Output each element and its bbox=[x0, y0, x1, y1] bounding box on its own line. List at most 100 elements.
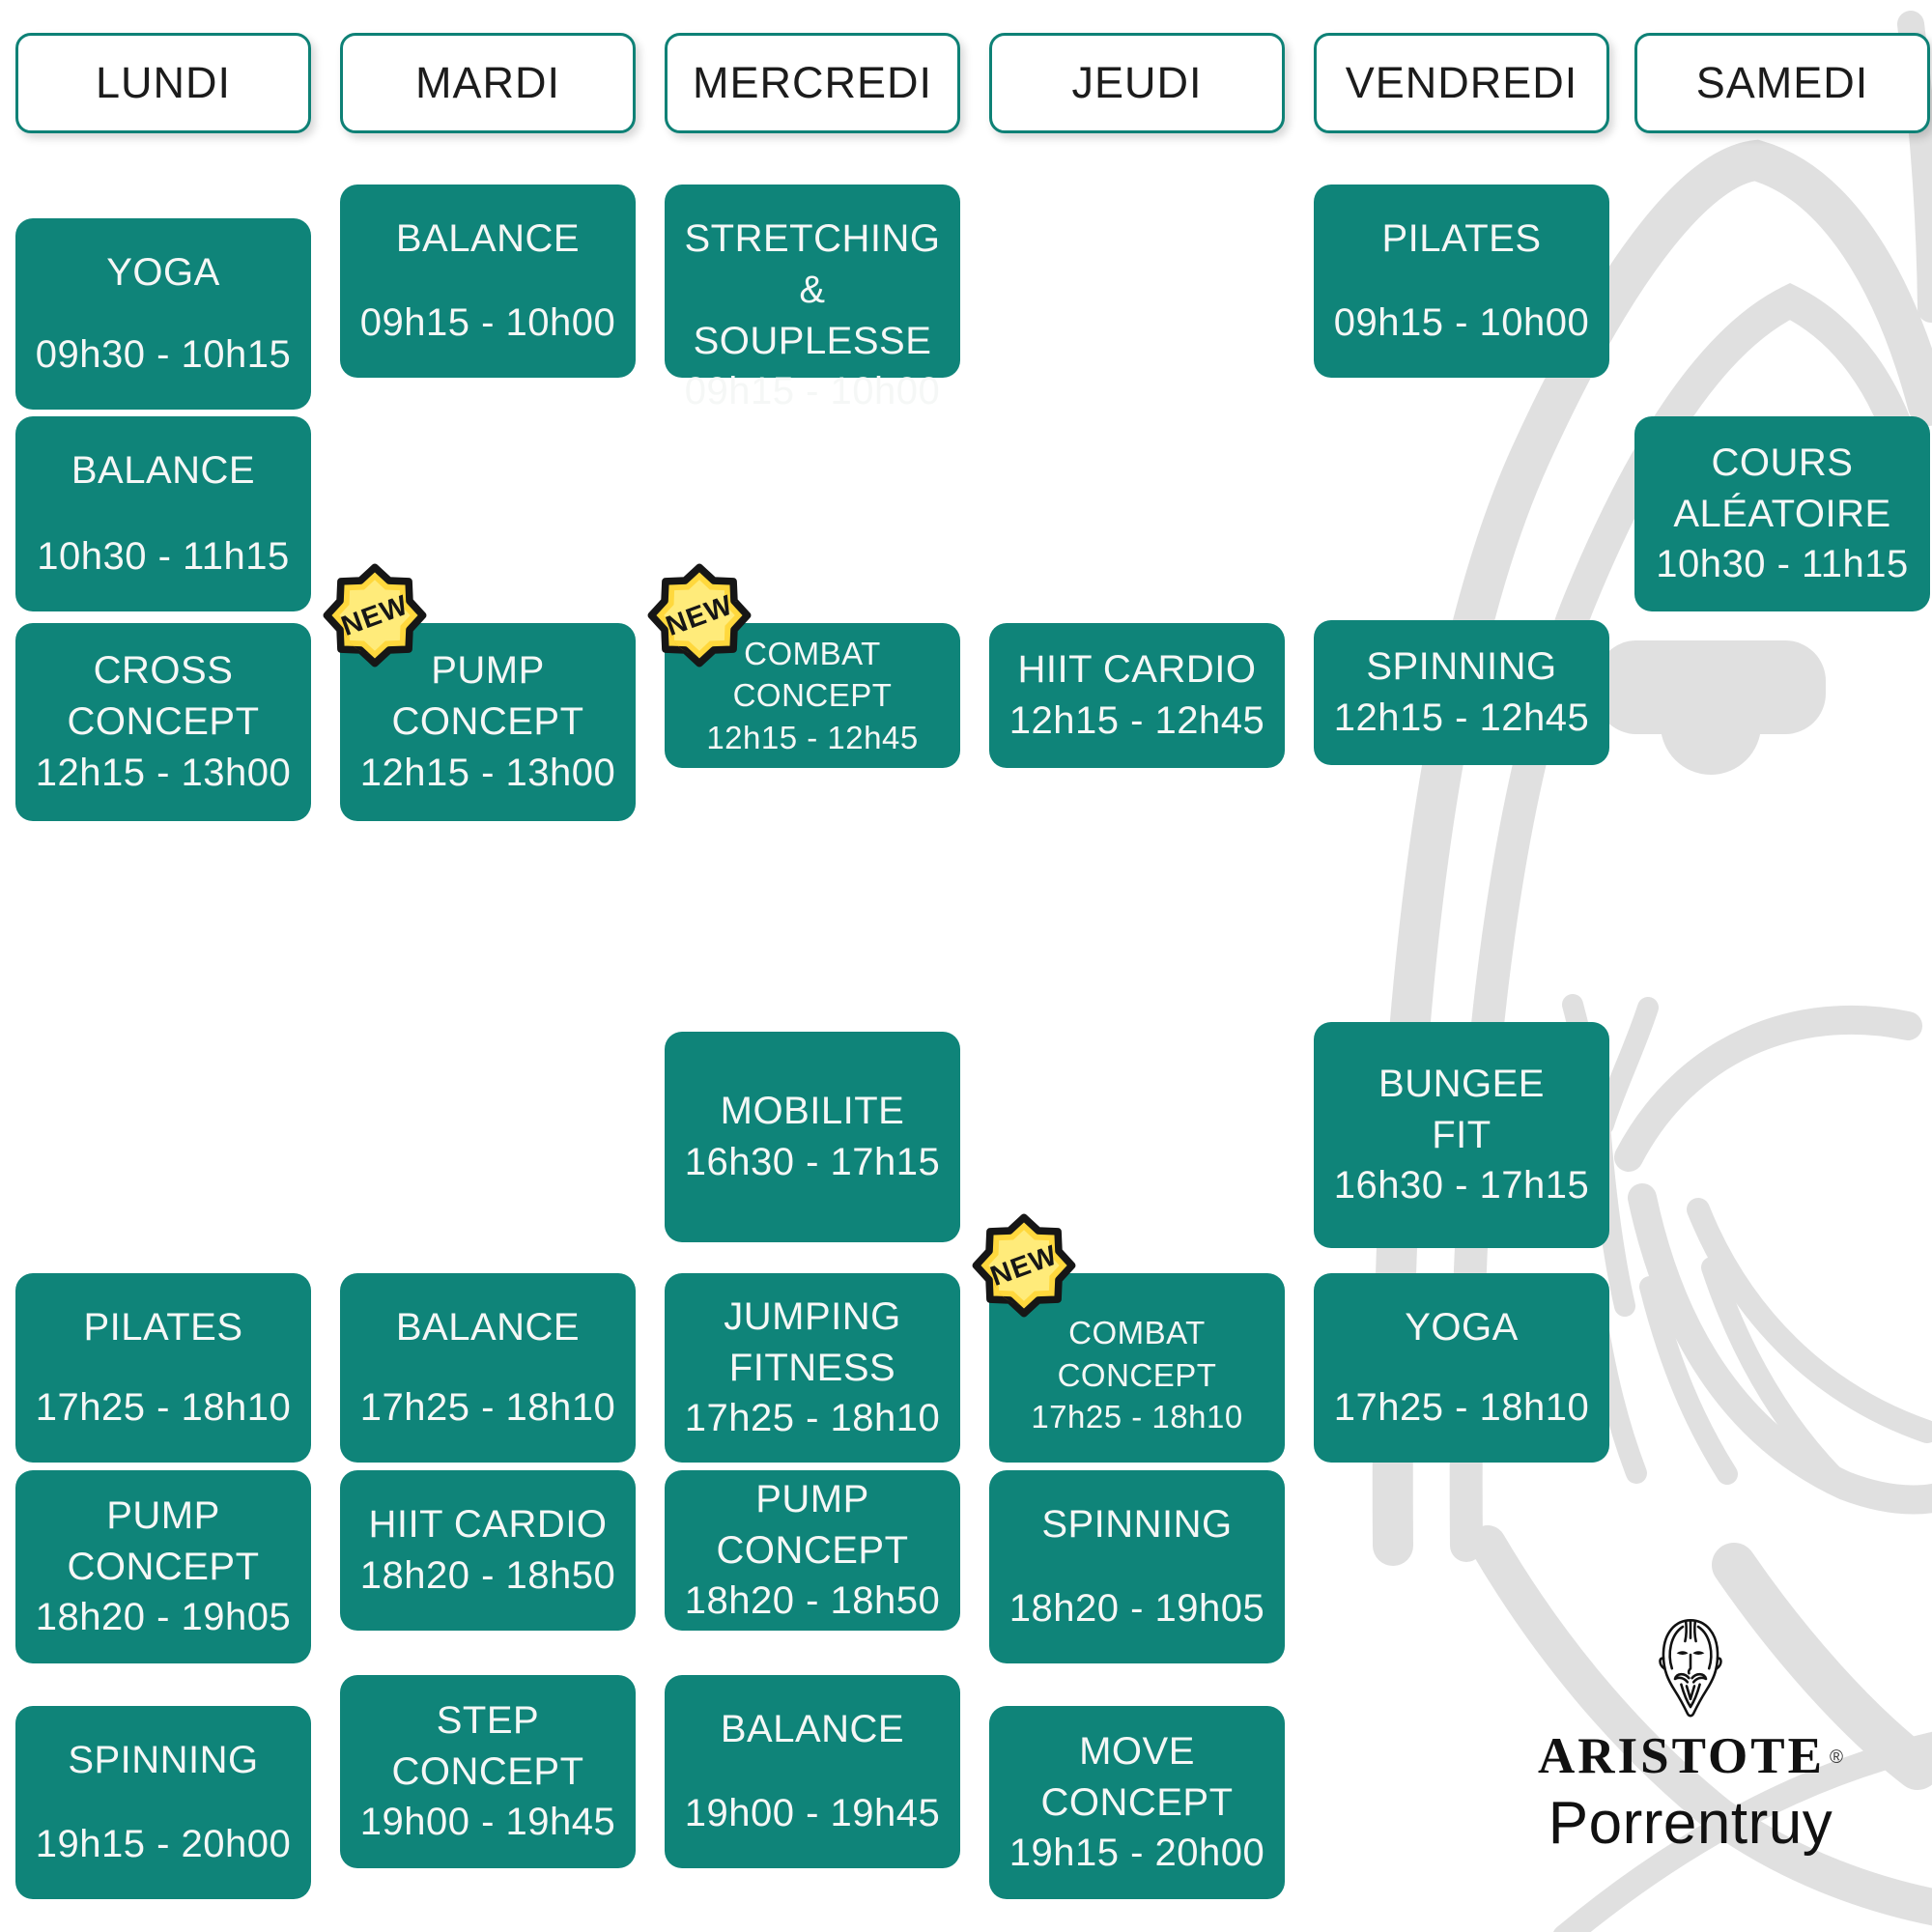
class-time: 18h20 - 18h50 bbox=[359, 1554, 616, 1597]
class-title: HIIT CARDIO bbox=[995, 644, 1279, 696]
class-time: 09h15 - 10h00 bbox=[359, 301, 616, 345]
class-time: 19h00 - 19h45 bbox=[359, 1801, 616, 1844]
day-header-samedi: SAMEDI bbox=[1634, 33, 1930, 133]
class-time: 18h20 - 18h50 bbox=[684, 1579, 941, 1623]
day-label: LUNDI bbox=[95, 58, 232, 107]
registered-mark: ® bbox=[1829, 1747, 1843, 1768]
class-time: 19h00 - 19h45 bbox=[684, 1792, 941, 1835]
class-title-line: PILATES bbox=[1381, 217, 1542, 260]
class-title: YOGA bbox=[1320, 1302, 1604, 1353]
class-time: 10h30 - 11h15 bbox=[37, 535, 290, 579]
class-title-line: PUMP bbox=[106, 1493, 220, 1537]
day-label: MARDI bbox=[415, 58, 560, 107]
class-title-line: SPINNING bbox=[1366, 645, 1557, 689]
class-title-line: CONCEPT bbox=[67, 1545, 260, 1588]
brand-name: ARISTOTE bbox=[1538, 1728, 1825, 1784]
class-time: 17h25 - 18h10 bbox=[359, 1386, 616, 1430]
class-time: 19h15 - 20h00 bbox=[1009, 1832, 1265, 1875]
class-title-line: ALÉATOIRE bbox=[1673, 492, 1891, 535]
class-time: 12h15 - 12h45 bbox=[706, 719, 919, 755]
class-time: 17h25 - 18h10 bbox=[684, 1397, 941, 1440]
brand-city: Porrentruy bbox=[1548, 1790, 1833, 1857]
class-title: PUMP CONCEPT bbox=[670, 1474, 954, 1577]
class-title-line: STRETCHING & bbox=[684, 217, 941, 311]
class-title-line: BALANCE bbox=[71, 449, 256, 492]
class-time: 12h15 - 12h45 bbox=[1009, 699, 1265, 742]
class-title-line: MOVE bbox=[1079, 1729, 1195, 1773]
day-label: VENDREDI bbox=[1345, 58, 1578, 107]
class-title-line: STEP bbox=[436, 1698, 540, 1742]
class-card-pilates: PILATES 17h25 - 18h10 bbox=[15, 1273, 311, 1463]
class-card-stretching-souplesse: STRETCHING & SOUPLESSE 09h15 - 10h00 bbox=[665, 185, 960, 412]
class-title: BALANCE bbox=[670, 1704, 954, 1755]
class-title: SPINNING bbox=[1320, 641, 1604, 693]
day-header-mercredi: MERCREDI bbox=[665, 33, 960, 133]
gym-logo: ARISTOTE ® Porrentruy bbox=[1492, 1617, 1889, 1855]
class-time: 16h30 - 17h15 bbox=[684, 1141, 941, 1183]
class-title-line: FITNESS bbox=[728, 1346, 896, 1389]
class-title-line: YOGA bbox=[1405, 1306, 1519, 1349]
day-header-lundi: LUNDI bbox=[15, 33, 311, 133]
new-badge-icon: NEW bbox=[647, 563, 752, 668]
class-title: PUMP CONCEPT bbox=[21, 1491, 305, 1593]
class-title: PUMP CONCEPT bbox=[346, 645, 630, 748]
class-title-line: HIIT CARDIO bbox=[1017, 648, 1257, 692]
class-card-hiit-cardio: HIIT CARDIO 18h20 - 18h50 bbox=[340, 1470, 636, 1631]
class-title: HIIT CARDIO bbox=[346, 1499, 630, 1550]
class-time: 09h15 - 10h00 bbox=[684, 370, 941, 413]
class-title-line: PUMP CONCEPT bbox=[716, 1477, 909, 1572]
class-title: COMBAT CONCEPT bbox=[670, 633, 954, 717]
day-header-jeudi: JEUDI bbox=[989, 33, 1285, 133]
class-card-pilates: PILATES 09h15 - 10h00 bbox=[1314, 185, 1609, 378]
class-title-line: SPINNING bbox=[1041, 1503, 1233, 1546]
class-title-line: JUMPING bbox=[724, 1294, 901, 1338]
new-badge-icon: NEW bbox=[972, 1213, 1076, 1318]
class-title: BALANCE bbox=[21, 445, 305, 497]
aristotle-face-icon bbox=[1659, 1618, 1722, 1718]
class-time: 18h20 - 19h05 bbox=[1009, 1587, 1265, 1631]
class-title: JUMPING FITNESS bbox=[670, 1292, 954, 1394]
day-header-vendredi: VENDREDI bbox=[1314, 33, 1609, 133]
class-title-line: CONCEPT bbox=[391, 1749, 584, 1793]
class-title-line: CROSS bbox=[93, 649, 234, 693]
class-title-line: HIIT CARDIO bbox=[368, 1503, 608, 1547]
class-time: 17h25 - 18h10 bbox=[1333, 1386, 1590, 1430]
class-card-yoga: YOGA 17h25 - 18h10 bbox=[1314, 1273, 1609, 1463]
class-title-line: SPINNING bbox=[68, 1739, 259, 1781]
class-title-line: PILATES bbox=[83, 1306, 243, 1349]
class-title-line: BALANCE bbox=[395, 217, 581, 260]
class-card-combat-concept: COMBAT CONCEPT 12h15 - 12h45 NEW bbox=[647, 563, 960, 768]
class-card-spinning: SPINNING 18h20 - 19h05 bbox=[989, 1470, 1285, 1663]
class-time: 09h15 - 10h00 bbox=[1333, 301, 1590, 345]
class-time: 17h25 - 18h10 bbox=[35, 1386, 292, 1430]
class-card-balance: BALANCE 10h30 - 11h15 bbox=[15, 416, 311, 611]
class-time: 17h25 - 18h10 bbox=[1031, 1399, 1243, 1435]
class-card-hiit-cardio: HIIT CARDIO 12h15 - 12h45 bbox=[989, 623, 1285, 768]
class-time: 18h20 - 19h05 bbox=[35, 1596, 292, 1639]
day-label: JEUDI bbox=[1071, 58, 1203, 107]
class-title: SPINNING bbox=[995, 1499, 1279, 1550]
watermark-mustache bbox=[1596, 640, 1826, 775]
new-badge-icon: NEW bbox=[323, 563, 427, 668]
class-title-line: COMBAT CONCEPT bbox=[732, 635, 893, 714]
day-label: SAMEDI bbox=[1695, 58, 1869, 107]
class-title-line: COMBAT CONCEPT bbox=[1057, 1315, 1217, 1393]
class-title: STRETCHING & SOUPLESSE bbox=[670, 213, 954, 366]
class-title: YOGA bbox=[21, 247, 305, 298]
class-time: 10h30 - 11h15 bbox=[1656, 543, 1909, 586]
day-header-mardi: MARDI bbox=[340, 33, 636, 133]
class-title-line: SOUPLESSE bbox=[693, 319, 932, 362]
class-title: PILATES bbox=[21, 1302, 305, 1353]
class-card-combat-concept: COMBAT CONCEPT 17h25 - 18h10 NEW bbox=[972, 1213, 1285, 1463]
class-title-line: BALANCE bbox=[395, 1306, 581, 1349]
class-title: SPINNING bbox=[21, 1735, 305, 1786]
